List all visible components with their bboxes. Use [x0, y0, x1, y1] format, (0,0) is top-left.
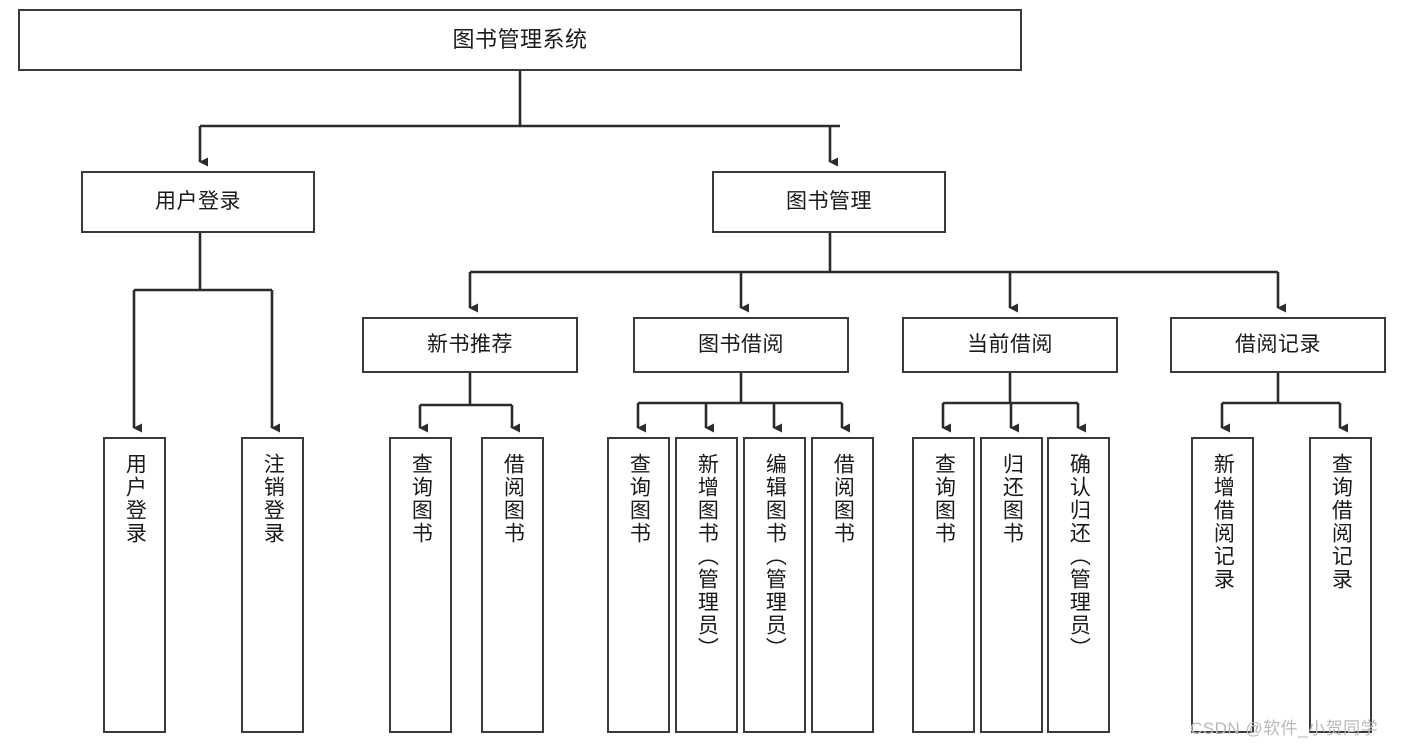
leaf-borrow-record-add-record[interactable]: 新增借阅记录 [1191, 437, 1254, 733]
leaf-current-borrow-return-book[interactable]: 归还图书 [980, 437, 1043, 733]
node-current-borrow[interactable]: 当前借阅 [902, 317, 1118, 373]
node-label: 归还图书 [1000, 453, 1024, 545]
node-label: 借阅图书 [831, 453, 855, 545]
node-label: 新增图书（管理员） [695, 453, 719, 660]
node-label: 图书管理 [786, 190, 872, 214]
node-book-borrow[interactable]: 图书借阅 [633, 317, 849, 373]
leaf-new-book-borrow-book[interactable]: 借阅图书 [481, 437, 544, 733]
node-label: 新增借阅记录 [1211, 453, 1235, 591]
node-root-book-management-system[interactable]: 图书管理系统 [18, 9, 1022, 71]
node-label: 编辑图书（管理员） [763, 453, 787, 660]
node-label: 用户登录 [123, 453, 147, 545]
node-user-login[interactable]: 用户登录 [81, 171, 315, 233]
leaf-book-borrow-edit-book[interactable]: 编辑图书（管理员） [743, 437, 806, 733]
node-label: 查询图书 [409, 453, 433, 545]
node-label: 查询图书 [932, 453, 956, 545]
node-label: 用户登录 [155, 190, 241, 214]
leaf-user-login-login[interactable]: 用户登录 [103, 437, 166, 733]
leaf-user-login-logout[interactable]: 注销登录 [241, 437, 304, 733]
node-borrow-record[interactable]: 借阅记录 [1170, 317, 1386, 373]
node-new-book-recommend[interactable]: 新书推荐 [362, 317, 578, 373]
node-label: 当前借阅 [967, 333, 1053, 357]
watermark: CSDN @软件_小贺同学 [1190, 719, 1379, 738]
leaf-new-book-query-book[interactable]: 查询图书 [389, 437, 452, 733]
node-label: 借阅图书 [501, 453, 525, 545]
node-book-management[interactable]: 图书管理 [712, 171, 946, 233]
leaf-book-borrow-add-book[interactable]: 新增图书（管理员） [675, 437, 738, 733]
leaf-book-borrow-borrow-book[interactable]: 借阅图书 [811, 437, 874, 733]
node-label: 注销登录 [261, 453, 285, 545]
leaf-current-borrow-confirm-return[interactable]: 确认归还（管理员） [1047, 437, 1110, 733]
node-label: 新书推荐 [427, 333, 513, 357]
node-label: 图书借阅 [698, 333, 784, 357]
node-label: 查询图书 [627, 453, 651, 545]
node-label: 借阅记录 [1235, 333, 1321, 357]
node-label: 图书管理系统 [452, 26, 588, 52]
leaf-current-borrow-query-book[interactable]: 查询图书 [912, 437, 975, 733]
leaf-borrow-record-query-record[interactable]: 查询借阅记录 [1309, 437, 1372, 733]
node-label: 查询借阅记录 [1329, 453, 1353, 591]
leaf-book-borrow-query-book[interactable]: 查询图书 [607, 437, 670, 733]
node-label: 确认归还（管理员） [1067, 453, 1091, 660]
